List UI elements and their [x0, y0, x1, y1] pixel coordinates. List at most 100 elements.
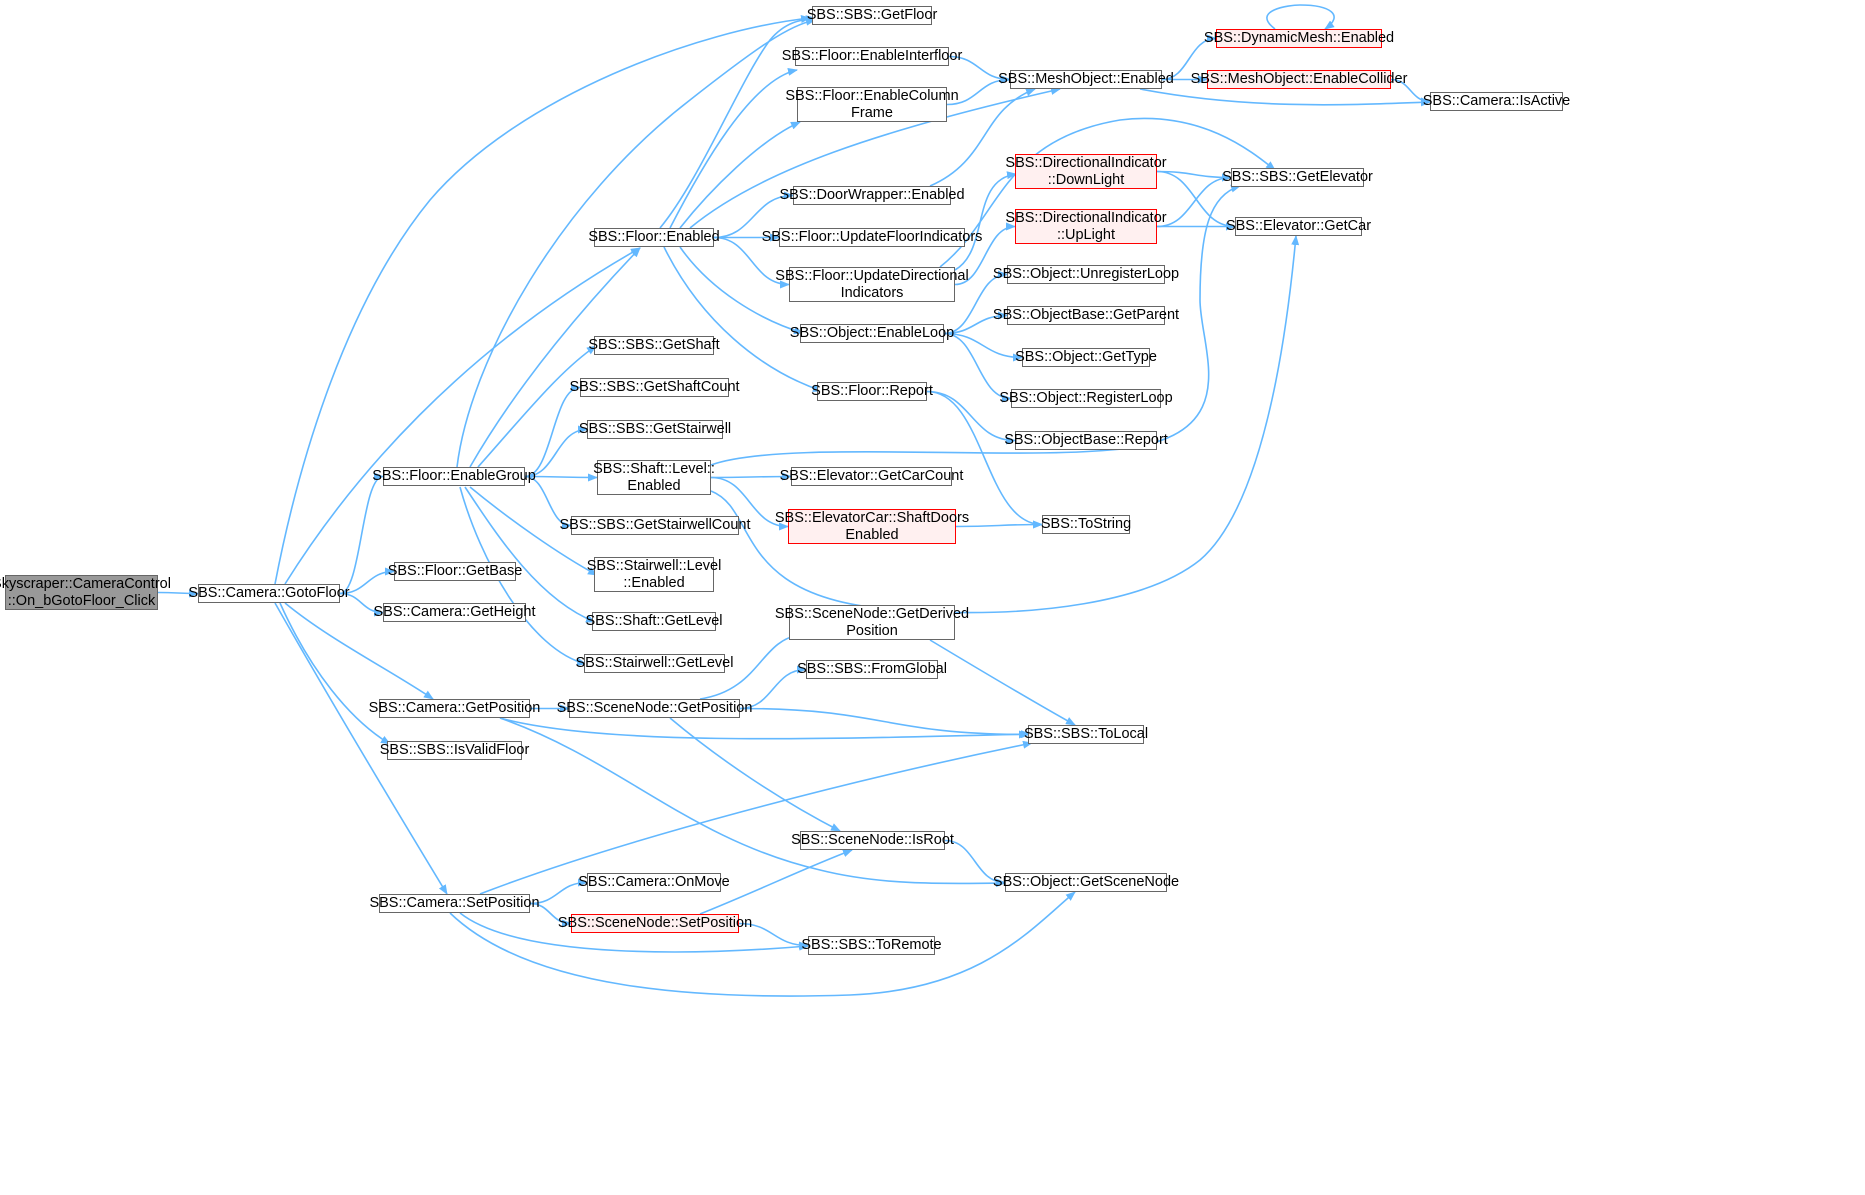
call-edge-enablegroup-to-getstairwellcount [524, 475, 572, 530]
call-edge-floor_enabled-to-obj_enableloop [679, 246, 804, 335]
call-edge-gotofloor-to-getbase [339, 567, 395, 595]
call-edge-enablegroup-to-stair_getlevel [459, 486, 587, 666]
function-node-obj-registerloop[interactable]: SBS::Object::RegisterLoop [999, 389, 1173, 408]
call-edge-floor_enabled-to-floor_report [663, 246, 823, 392]
function-node-dirind-downlight[interactable]: SBS::DirectionalIndicator ::DownLight [1005, 154, 1167, 189]
function-node-obj-getscenenode[interactable]: SBS::Object::GetSceneNode [992, 873, 1180, 892]
call-edge-enablegroup-to-getfloor [456, 17, 816, 468]
call-edge-shaftlevel_enabled-to-elevcar_shaftdoors [710, 476, 789, 531]
call-edge-gotofloor-to-enablegroup [339, 472, 384, 595]
function-node-sn-setposition[interactable]: SBS::SceneNode::SetPosition [557, 914, 753, 933]
function-node-getshaft[interactable]: SBS::SBS::GetShaft [588, 336, 720, 355]
function-node-elev-getcar[interactable]: SBS::Elevator::GetCar [1225, 217, 1372, 236]
function-node-sn-getposition[interactable]: SBS::SceneNode::GetPosition [556, 699, 753, 718]
function-node-shaftlevel-enabled[interactable]: SBS::Shaft::Level:: Enabled [593, 460, 715, 495]
call-edge-enablegroup-to-stairlevel_enabled [469, 486, 598, 576]
function-node-doorwrapper-enabled[interactable]: SBS::DoorWrapper::Enabled [779, 186, 965, 205]
call-edge-floor_enabled-to-enablecolumnframe [679, 121, 801, 229]
function-node-meshobj-enabled[interactable]: SBS::MeshObject::Enabled [998, 70, 1174, 89]
call-edge-enablecolumnframe-to-meshobj_enabled [946, 75, 1011, 106]
call-edge-updatedirectional-to-getelevator [939, 117, 1276, 268]
function-node-dirind-uplight[interactable]: SBS::DirectionalIndicator ::UpLight [1005, 209, 1167, 244]
call-edge-enablegroup-to-shaft_getlevel [464, 486, 596, 623]
call-edge-dynmesh_enabled-to-dynmesh_enabled [1266, 4, 1335, 30]
call-edge-enablegroup-to-getshaft [477, 345, 597, 468]
call-edge-meshobj_enabled-to-cam_isactive [1139, 88, 1431, 107]
function-node-cam-setposition[interactable]: SBS::Camera::SetPosition [369, 894, 540, 913]
function-node-objbase-report[interactable]: SBS::ObjectBase::Report [1004, 431, 1168, 450]
call-edge-shaftlevel_enabled-to-getelevator [710, 184, 1241, 466]
call-edge-obj_enableloop-to-objbase_getparent [943, 311, 1008, 335]
function-node-enablegroup[interactable]: SBS::Floor::EnableGroup [372, 467, 536, 486]
function-node-cam-isactive[interactable]: SBS::Camera::IsActive [1422, 92, 1571, 111]
call-edge-elevcar_shaftdoors-to-tostring [955, 520, 1043, 529]
call-edge-sn_getposition-to-sn_isroot [669, 717, 841, 832]
call-edge-gotofloor-to-cam_setposition [274, 602, 448, 895]
function-node-tolocal[interactable]: SBS::SBS::ToLocal [1023, 725, 1149, 744]
function-node-floor-enabled[interactable]: SBS::Floor::Enabled [588, 228, 720, 247]
function-node-enableinterfloor[interactable]: SBS::Floor::EnableInterfloor [781, 47, 963, 66]
function-node-cam-getposition[interactable]: SBS::Camera::GetPosition [368, 699, 541, 718]
call-edge-cam_getposition-to-tolocal [499, 717, 1031, 740]
function-node-getshaftcount[interactable]: SBS::SBS::GetShaftCount [569, 378, 740, 397]
call-edge-root-to-gotofloor [157, 589, 199, 598]
call-edge-shaftlevel_enabled-to-elev_getcar [710, 235, 1300, 614]
function-node-tostring[interactable]: SBS::ToString [1040, 515, 1132, 534]
call-edge-meshobj_enablecollider-to-cam_isactive [1390, 78, 1431, 106]
function-node-getbase[interactable]: SBS::Floor::GetBase [387, 562, 523, 581]
function-node-stairlevel-enabled[interactable]: SBS::Stairwell::Level ::Enabled [586, 557, 722, 592]
function-node-getstairwell[interactable]: SBS::SBS::GetStairwell [578, 420, 732, 439]
call-edge-gotofloor-to-isvalidfloor [279, 602, 391, 745]
function-node-getheight[interactable]: SBS::Camera::GetHeight [373, 603, 536, 622]
call-edge-sn_setposition-to-toremote [738, 922, 809, 950]
function-node-getelevator[interactable]: SBS::SBS::GetElevator [1222, 168, 1373, 187]
call-edge-gotofloor-to-floor_enabled [284, 247, 641, 585]
function-node-shaft-getlevel[interactable]: SBS::Shaft::GetLevel [585, 612, 723, 631]
call-edge-gotofloor-to-cam_getposition [284, 602, 434, 700]
function-node-gotofloor[interactable]: SBS::Camera::GotoFloor [188, 584, 350, 603]
call-edge-enablegroup-to-getstairwell [524, 425, 588, 478]
function-node-sn-getderived[interactable]: SBS::SceneNode::GetDerived Position [774, 605, 970, 640]
call-edge-dirind_uplight-to-getelevator [1156, 173, 1232, 228]
call-edge-sn_getposition-to-sn_getderived [699, 632, 801, 700]
function-node-meshobj-enablecollider[interactable]: SBS::MeshObject::EnableCollider [1190, 70, 1408, 89]
function-node-dynmesh-enabled[interactable]: SBS::DynamicMesh::Enabled [1203, 29, 1395, 48]
function-node-obj-unregisterloop[interactable]: SBS::Object::UnregisterLoop [992, 265, 1180, 284]
call-edge-cam_setposition-to-toremote [459, 912, 809, 953]
function-node-stair-getlevel[interactable]: SBS::Stairwell::GetLevel [575, 654, 734, 673]
function-node-sn-isroot[interactable]: SBS::SceneNode::IsRoot [791, 831, 954, 850]
function-node-obj-enableloop[interactable]: SBS::Object::EnableLoop [789, 324, 955, 343]
function-node-isvalidfloor[interactable]: SBS::SBS::IsValidFloor [379, 741, 530, 760]
function-node-enablecolumnframe[interactable]: SBS::Floor::EnableColumn Frame [785, 87, 959, 122]
function-node-elev-getcarcount[interactable]: SBS::Elevator::GetCarCount [779, 467, 964, 486]
function-node-fromglobal[interactable]: SBS::SBS::FromGlobal [797, 660, 947, 679]
call-edge-sn_getposition-to-fromglobal [739, 665, 807, 710]
call-edge-cam_setposition-to-sn_setposition [529, 902, 572, 928]
function-node-updatedirectional[interactable]: SBS::Floor::UpdateDirectional Indicators [775, 267, 969, 302]
call-edge-floor_report-to-tostring [926, 390, 1043, 529]
call-edge-updatedirectional-to-dirind_downlight [954, 171, 1017, 271]
function-node-updatefloorindicators[interactable]: SBS::Floor::UpdateFloorIndicators [761, 228, 983, 247]
call-edge-doorwrapper_enabled-to-meshobj_enabled [929, 88, 1036, 187]
function-node-objbase-getparent[interactable]: SBS::ObjectBase::GetParent [992, 306, 1180, 325]
function-node-getfloor[interactable]: SBS::SBS::GetFloor [806, 6, 938, 25]
call-edge-sn_getderived-to-tolocal [929, 639, 1076, 726]
function-node-obj-gettype[interactable]: SBS::Object::GetType [1015, 348, 1157, 367]
call-edge-cam_getposition-to-obj_getscenenode [499, 717, 1006, 888]
call-edge-floor_enabled-to-meshobj_enabled [689, 87, 1061, 229]
function-node-elevcar-shaftdoors[interactable]: SBS::ElevatorCar::ShaftDoors Enabled [774, 509, 970, 544]
call-edge-enablegroup-to-shaftlevel_enabled [524, 473, 598, 482]
call-edge-enablegroup-to-getshaftcount [524, 383, 581, 478]
function-node-toremote[interactable]: SBS::SBS::ToRemote [801, 936, 942, 955]
function-node-getstairwellcount[interactable]: SBS::SBS::GetStairwellCount [559, 516, 751, 535]
call-edge-obj_enableloop-to-obj_gettype [943, 332, 1023, 362]
function-node-floor-report[interactable]: SBS::Floor::Report [811, 382, 933, 401]
call-edge-obj_enableloop-to-obj_registerloop [943, 332, 1012, 403]
call-edge-shaftlevel_enabled-to-elev_getcarcount [710, 472, 792, 481]
call-edge-cam_setposition-to-obj_getscenenode [449, 891, 1076, 997]
function-node-cam-onmove[interactable]: SBS::Camera::OnMove [578, 873, 730, 892]
call-edge-sn_isroot-to-obj_getscenenode [944, 839, 1006, 887]
call-edge-floor_enabled-to-updatedirectional [713, 236, 790, 289]
